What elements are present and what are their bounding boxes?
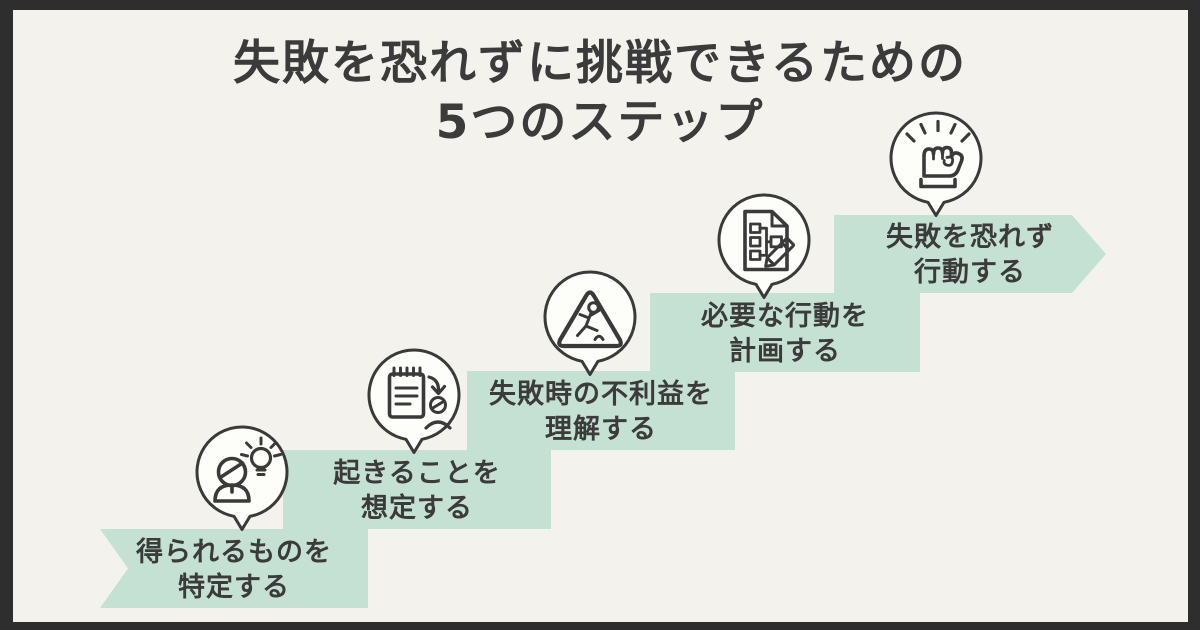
step-2-label-line2: 想定する [361,492,473,524]
step-4-bubble [716,192,812,302]
step-2-label-line1: 起きることを [333,457,501,489]
step-4-label-line2: 計画する [729,335,841,367]
step-5-label-line1: 失敗を恐れず [886,222,1054,253]
idea-person-icon [195,425,289,531]
slip-warning-icon [543,270,637,376]
step-block-3: 失敗時の不利益を 理解する [467,371,735,450]
step-5-label-line2: 行動する [914,257,1026,288]
step-1-label-line2: 特定する [178,571,290,603]
step-3-label-line2: 理解する [545,413,657,445]
step-4-label-line1: 必要な行動を [701,300,869,332]
step-block-4: 必要な行動を 計画する [650,293,920,372]
step-3-bubble [542,269,638,379]
step-5-bubble [888,110,984,220]
step-1-label-line1: 得られるものを [136,536,332,568]
page-title-line1: 失敗を恐れずに挑戦できるための [232,36,968,91]
page-title: 失敗を恐れずに挑戦できるための 5つのステップ [0,34,1200,152]
step-block-5: 失敗を恐れず 行動する [834,215,1106,293]
step-block-1: 得られるものを 特定する [100,529,368,608]
page-title-line2: 5つのステップ [435,95,765,150]
fist-icon [889,111,983,217]
anticipate-notepad-icon [367,348,461,454]
step-block-2: 起きることを 想定する [283,450,551,529]
step-2-bubble [366,347,462,457]
plan-document-icon [717,193,811,299]
step-3-label-line1: 失敗時の不利益を [489,378,713,410]
step-1-bubble [194,424,290,534]
